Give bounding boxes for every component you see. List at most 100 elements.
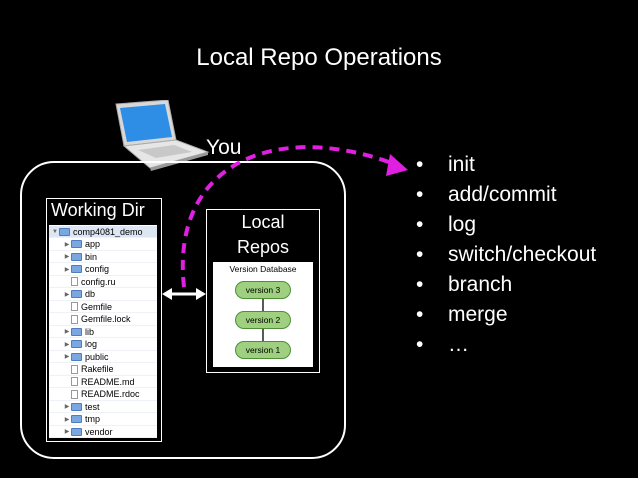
operation-item: •… xyxy=(416,330,596,360)
tree-row-label: log xyxy=(85,339,98,349)
bullet: • xyxy=(416,213,424,236)
operation-item: • add/commit xyxy=(416,180,596,210)
bullet: • xyxy=(416,273,424,296)
folder-icon xyxy=(71,427,82,436)
folder-icon xyxy=(71,240,82,248)
disclosure-open-icon[interactable]: ▼ xyxy=(52,228,58,235)
disclosure-closed-icon[interactable]: ▶ xyxy=(64,329,70,335)
tree-row[interactable]: ▶ log xyxy=(49,339,157,351)
tree-row[interactable]: ▶ config xyxy=(49,264,157,276)
tree-row[interactable]: Gemfile xyxy=(49,301,157,313)
tree-row[interactable]: Rakefile xyxy=(49,364,157,376)
operation-item: • merge xyxy=(416,300,596,330)
tree-row-label: config.ru xyxy=(81,276,116,287)
disclosure-closed-icon[interactable]: ▶ xyxy=(64,241,70,248)
tree-row[interactable]: config.ru xyxy=(49,276,157,288)
file-icon xyxy=(71,302,78,311)
bullet: • xyxy=(416,183,424,206)
folder-icon xyxy=(71,340,82,348)
tree-row[interactable]: README.md xyxy=(49,376,157,388)
tree-row-label: db xyxy=(85,289,96,299)
tree-row-label: vendor xyxy=(85,426,113,437)
tree-row[interactable]: ▶ db xyxy=(49,289,157,301)
tree-row-label: Gemfile.lock xyxy=(81,314,131,324)
tree-row[interactable]: ▶ app xyxy=(49,239,157,251)
disclosure-closed-icon[interactable]: ▶ xyxy=(64,416,70,423)
tree-row[interactable]: ▶ lib xyxy=(49,326,157,338)
tree-row[interactable]: ▶ tmp xyxy=(49,414,157,426)
operation-item: •branch xyxy=(416,270,596,300)
version-database-title: Version Database xyxy=(229,264,297,274)
operation-label: switch/checkout xyxy=(448,243,597,266)
bullet: • xyxy=(416,333,424,356)
operation-label: … xyxy=(448,333,469,356)
operation-label: init xyxy=(448,153,475,176)
working-dir-title: Working Dir xyxy=(51,200,145,220)
disclosure-closed-icon[interactable]: ▶ xyxy=(64,254,70,260)
user-label: You xyxy=(206,136,242,159)
tree-row[interactable]: Gemfile.lock xyxy=(49,314,157,326)
operation-label: log xyxy=(448,213,477,236)
operation-item: • switch/checkout xyxy=(416,240,596,270)
version-2-node: version 2 xyxy=(235,311,291,329)
local-repos-title-line1: Local xyxy=(241,212,285,232)
folder-icon xyxy=(71,265,82,273)
local-repos-box xyxy=(206,209,320,373)
local-repos-title-line2: Repos xyxy=(236,237,290,257)
tree-row[interactable]: ▼ comp4081_demo xyxy=(49,226,157,238)
folder-icon xyxy=(71,290,82,298)
disclosure-closed-icon[interactable]: ▶ xyxy=(64,404,70,410)
tree-row[interactable]: ▶ vendor xyxy=(49,426,157,438)
file-icon xyxy=(71,314,78,324)
local-machine-boundary xyxy=(20,161,346,459)
operations-list: • init • add/commit • log • switch/checkout •bra… xyxy=(416,150,596,360)
operation-label: merge xyxy=(448,303,508,326)
local-repos-title: Local Repos xyxy=(206,210,320,260)
bullet: • xyxy=(416,153,424,176)
tree-row[interactable]: ▶ test xyxy=(49,401,157,413)
file-icon xyxy=(71,389,78,399)
operation-item: • log xyxy=(416,210,596,240)
tree-row-label: README.rdoc xyxy=(81,389,140,399)
folder-icon xyxy=(59,227,70,236)
tree-row-label: config xyxy=(85,264,110,274)
tree-row[interactable]: ▶ public xyxy=(49,351,157,363)
tree-row-label: README.md xyxy=(81,376,135,387)
file-icon xyxy=(71,277,78,286)
folder-icon xyxy=(71,415,82,423)
version-1-node: version 1 xyxy=(235,341,291,359)
tree-row-label: tmp xyxy=(85,414,101,424)
tree-row-label: app xyxy=(85,239,101,249)
folder-icon xyxy=(71,352,82,361)
version-database: Version Database version 3 version 2 ver… xyxy=(213,262,313,367)
tree-row-label: Gemfile xyxy=(81,301,113,312)
version-3-node: version 3 xyxy=(235,281,291,299)
tree-row-label: bin xyxy=(85,251,98,262)
working-dir-box xyxy=(46,198,162,442)
tree-row[interactable]: README.rdoc xyxy=(49,389,157,401)
bullet: • xyxy=(416,303,424,326)
folder-icon xyxy=(71,327,82,336)
operation-item: • init xyxy=(416,150,596,180)
disclosure-closed-icon[interactable]: ▶ xyxy=(64,291,70,298)
folder-icon xyxy=(71,402,82,411)
operations-arrow xyxy=(180,145,408,288)
tree-row-label: lib xyxy=(85,326,95,337)
disclosure-closed-icon[interactable]: ▶ xyxy=(64,429,70,435)
sync-arrow xyxy=(162,288,206,300)
tree-row-label: comp4081_demo xyxy=(73,226,143,237)
tree-row-label: Rakefile xyxy=(81,364,114,374)
operation-label: add/commit xyxy=(448,183,557,206)
tree-row[interactable]: ▶ bin xyxy=(49,251,157,263)
tree-row-label: test xyxy=(85,401,100,412)
bullet: • xyxy=(416,243,424,266)
folder-icon xyxy=(71,252,82,261)
disclosure-closed-icon[interactable]: ▶ xyxy=(64,354,70,360)
tree-row-label: public xyxy=(85,351,109,362)
file-icon xyxy=(71,364,78,374)
disclosure-closed-icon[interactable]: ▶ xyxy=(64,266,70,273)
file-icon xyxy=(71,377,78,386)
disclosure-closed-icon[interactable]: ▶ xyxy=(64,341,70,348)
